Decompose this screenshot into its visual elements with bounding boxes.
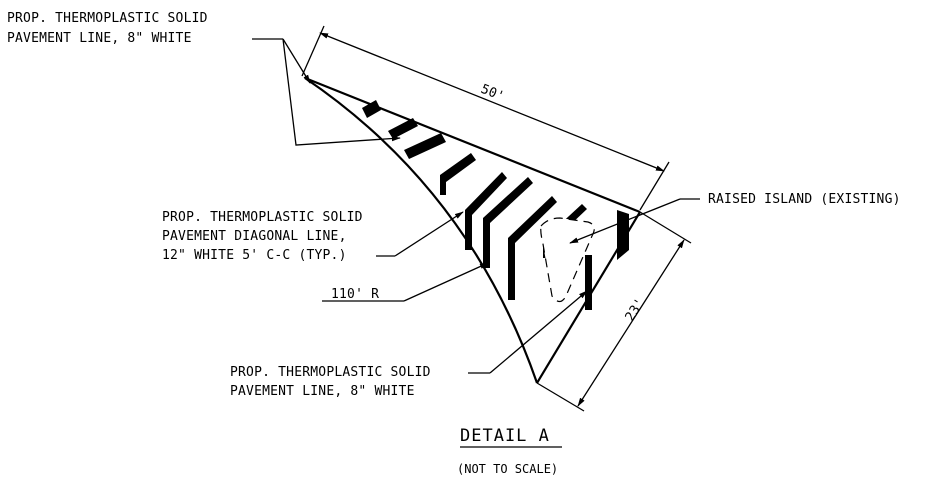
dimension-50-label: 50' <box>479 82 507 105</box>
callout-top-left-line1: PROP. THERMOPLASTIC SOLID <box>7 11 208 26</box>
stripe-10 <box>617 210 629 260</box>
stripe-6 <box>483 177 533 268</box>
callout-bottom-line2: PAVEMENT LINE, 8" WHITE <box>230 384 415 399</box>
callout-diagonal-line2: PAVEMENT DIAGONAL LINE, <box>162 229 347 244</box>
bottom-leader <box>468 290 588 374</box>
dimension-50 <box>301 25 670 211</box>
detail-title: DETAIL A <box>460 426 550 446</box>
stripe-5 <box>465 172 507 250</box>
dimension-23-label: 23' <box>623 296 648 324</box>
callout-bottom-line1: PROP. THERMOPLASTIC SOLID <box>230 365 431 380</box>
stripe-4 <box>440 153 476 195</box>
callout-diagonal-line3: 12" WHITE 5' C-C (TYP.) <box>162 248 347 263</box>
stripe-9 <box>585 255 592 310</box>
detail-subtitle: (NOT TO SCALE) <box>457 462 558 476</box>
callout-diagonal-line1: PROP. THERMOPLASTIC SOLID <box>162 210 363 225</box>
callout-island: RAISED ISLAND (EXISTING) <box>708 192 901 207</box>
diagonal-stripes <box>362 100 629 310</box>
stripe-8 <box>543 204 587 258</box>
radius-leader <box>322 262 489 302</box>
callout-top-left-line2: PAVEMENT LINE, 8" WHITE <box>7 31 192 46</box>
stripe-7 <box>508 196 557 300</box>
callout-radius: 110' R <box>331 287 379 302</box>
diagonal-leader <box>376 211 464 257</box>
dimension-23 <box>536 211 692 412</box>
island-leader <box>569 198 700 244</box>
stripe-3 <box>404 133 446 159</box>
stripe-2 <box>388 118 418 139</box>
